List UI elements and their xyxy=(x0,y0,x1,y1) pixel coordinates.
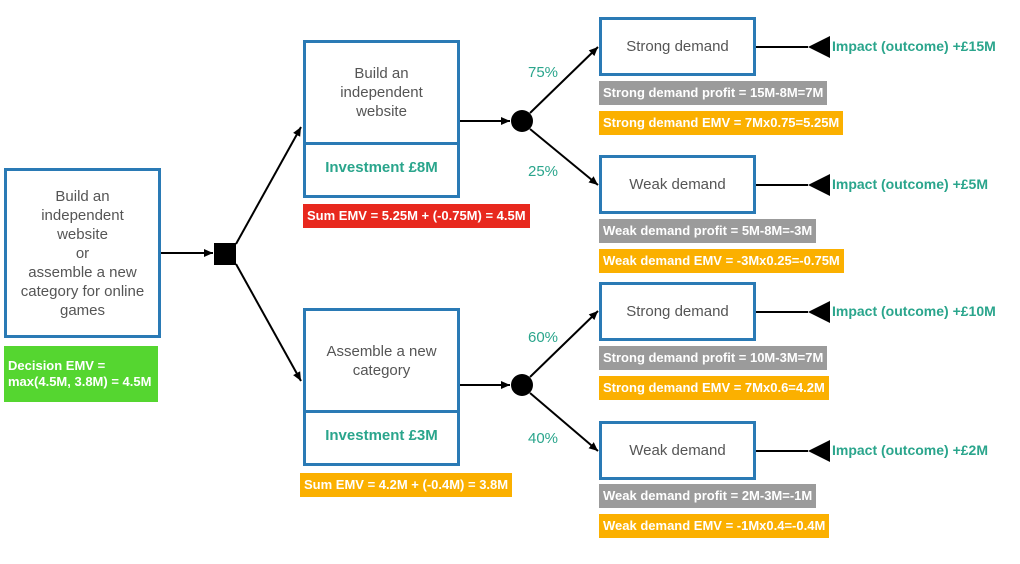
investment-label-website: Investment £8M xyxy=(325,158,438,176)
connector-arrow xyxy=(529,392,599,452)
probability-label: 25% xyxy=(528,163,559,180)
sum-emv-website: Sum EMV = 5.25M + (-0.75M) = 4.5M xyxy=(303,204,530,228)
profit-tag: Strong demand profit = 15M-8M=7M xyxy=(599,81,828,105)
impact-label: Impact (outcome) +£10M xyxy=(832,303,996,319)
connector-arrow xyxy=(529,46,599,114)
emv-tag: Weak demand EMV = -3Mx0.25=-0.75M xyxy=(599,249,844,273)
decision-box: Build an independent website or assemble… xyxy=(4,168,161,338)
decision-node-square xyxy=(214,243,236,265)
decision-label: Build an independent website or assemble… xyxy=(20,187,145,319)
option-box-website: Build an independent website Investment … xyxy=(303,40,460,198)
option-label-website: Build an independent website xyxy=(306,43,457,145)
emv-tag: Strong demand EMV = 7Mx0.75=5.25M xyxy=(599,111,844,135)
profit-tag: Weak demand profit = 5M-8M=-3M xyxy=(599,219,817,243)
decision-emv-text: Decision EMV = max(4.5M, 3.8M) = 4.5M xyxy=(8,358,152,389)
emv-tag: Weak demand EMV = -1Mx0.4=-0.4M xyxy=(599,514,830,538)
terminal-triangle xyxy=(808,174,830,196)
chance-node-circle xyxy=(511,110,533,132)
emv-tag: Strong demand EMV = 7Mx0.6=4.2M xyxy=(599,376,829,400)
chance-node-circle xyxy=(511,374,533,396)
terminal-triangle xyxy=(808,440,830,462)
impact-label: Impact (outcome) +£2M xyxy=(832,442,988,458)
probability-label: 75% xyxy=(528,64,559,81)
probability-label: 60% xyxy=(528,329,559,346)
sum-emv-category: Sum EMV = 4.2M + (-0.4M) = 3.8M xyxy=(300,473,513,497)
connector-arrow xyxy=(235,263,302,382)
outcome-box-strong-1: Strong demand xyxy=(599,17,756,76)
impact-label: Impact (outcome) +£5M xyxy=(832,176,988,192)
connector-arrow xyxy=(529,128,599,186)
outcome-box-weak-1: Weak demand xyxy=(599,155,756,214)
profit-tag: Strong demand profit = 10M-3M=7M xyxy=(599,346,828,370)
investment-label-category: Investment £3M xyxy=(325,426,438,444)
terminal-triangle xyxy=(808,36,830,58)
probability-label: 40% xyxy=(528,430,559,447)
impact-label: Impact (outcome) +£15M xyxy=(832,38,996,54)
decision-emv-tag: Decision EMV = max(4.5M, 3.8M) = 4.5M xyxy=(4,346,158,402)
profit-tag: Weak demand profit = 2M-3M=-1M xyxy=(599,484,817,508)
connector-arrow xyxy=(235,126,302,245)
connector-arrow xyxy=(529,310,599,378)
outcome-box-weak-2: Weak demand xyxy=(599,421,756,480)
outcome-box-strong-2: Strong demand xyxy=(599,282,756,341)
option-label-category: Assemble a new category xyxy=(306,311,457,413)
terminal-triangle xyxy=(808,301,830,323)
option-box-category: Assemble a new category Investment £3M xyxy=(303,308,460,466)
